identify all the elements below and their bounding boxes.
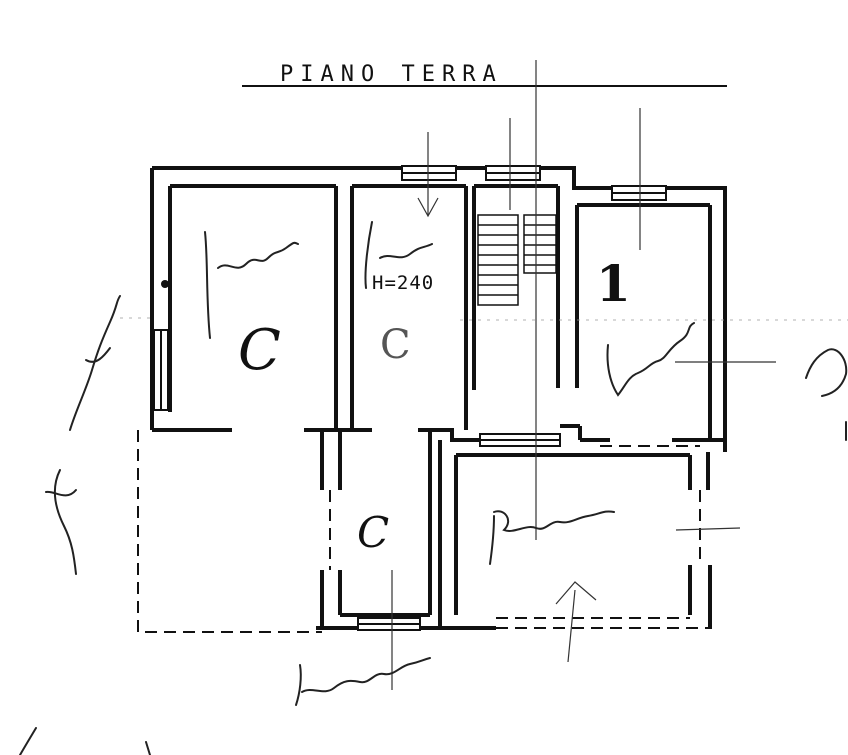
construction-lines (120, 317, 848, 321)
room-label-one: 1 (596, 254, 631, 313)
room-label-bottom: C (357, 508, 390, 557)
interior-walls (304, 184, 725, 630)
room-label-center: C (380, 322, 411, 368)
drawing-title: PIANO TERRA (280, 62, 503, 87)
staircase (477, 214, 557, 306)
windows (153, 165, 667, 631)
dashed-outlines (137, 430, 712, 633)
dot-mark (161, 280, 169, 288)
handwritten-notes (19, 221, 848, 755)
ceiling-height-label: H=240 (372, 272, 435, 294)
exterior-walls (150, 166, 727, 452)
leader-lines (391, 60, 776, 690)
room-label-left: C (238, 318, 281, 383)
